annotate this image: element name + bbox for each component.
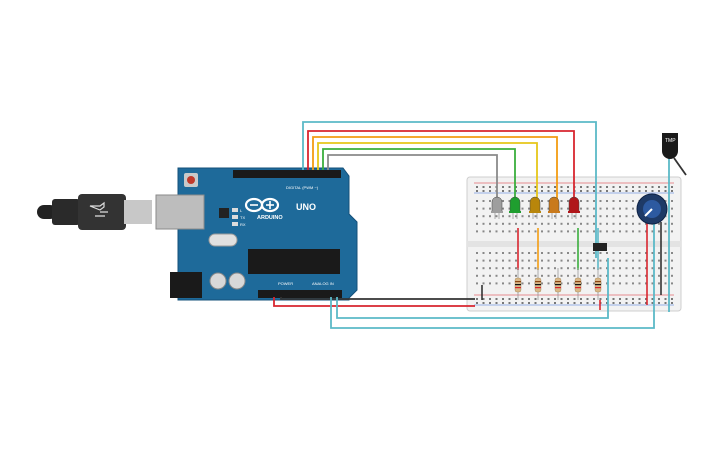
breadboard[interactable] <box>466 176 682 312</box>
signal-wires <box>302 121 597 258</box>
wire-red-led <box>307 130 575 205</box>
breadboard-holes <box>476 186 673 304</box>
digital-header <box>233 170 341 178</box>
digital-header-label: DIGITAL (PWM ~) <box>286 185 319 190</box>
arduino-logo-icon <box>244 197 280 213</box>
power-wires <box>273 155 687 329</box>
resistor-1[interactable] <box>514 268 522 300</box>
crystal <box>208 233 238 247</box>
usb-port <box>155 194 205 230</box>
status-leds: L TX RX <box>232 208 246 227</box>
wire-5v <box>273 297 475 307</box>
status-led-label: L <box>240 208 243 213</box>
wire-cyan-top <box>302 121 597 258</box>
temperature-sensor: TMP <box>662 133 678 159</box>
potentiometer[interactable] <box>636 193 668 225</box>
power-jack <box>170 272 202 298</box>
wire-yellow-led <box>317 142 538 205</box>
board-model: UNO <box>296 202 316 212</box>
wire-green-led <box>322 148 516 205</box>
wire-gnd <box>280 297 475 300</box>
resistor-2[interactable] <box>534 268 542 300</box>
led-2[interactable] <box>509 196 521 219</box>
status-led-l <box>232 208 238 212</box>
usb-cable <box>37 194 152 230</box>
analog-header-label: ANALOG IN <box>312 281 334 286</box>
wire-orange-led <box>312 136 558 205</box>
wire-sensor-gnd <box>673 157 687 176</box>
power-analog-header <box>258 290 342 298</box>
status-led-label: TX <box>240 215 245 220</box>
resistor-group <box>514 268 602 300</box>
status-led-rx <box>232 222 238 226</box>
atmega-chip <box>248 249 340 274</box>
led-group <box>491 196 580 219</box>
arduino-uno-board[interactable]: ARDUINO UNO DIGITAL (PWM ~) POWER ANALOG… <box>155 167 358 301</box>
breadboard-jumpers <box>481 222 662 310</box>
led-5[interactable] <box>568 196 580 219</box>
sensor-label: TMP <box>665 138 676 144</box>
resistor-4[interactable] <box>574 268 582 300</box>
led-1[interactable] <box>491 196 503 219</box>
resistor-5[interactable] <box>594 268 602 300</box>
status-led-tx <box>232 215 238 219</box>
wire-gray-led <box>327 154 498 205</box>
power-header-label: POWER <box>278 281 293 286</box>
led-3[interactable] <box>529 196 541 219</box>
slide-switch[interactable] <box>593 243 607 251</box>
status-led-label: RX <box>240 222 246 227</box>
resistor-3[interactable] <box>554 268 562 300</box>
led-4[interactable] <box>548 196 560 219</box>
capacitor-2 <box>228 272 246 290</box>
capacitor-1 <box>209 272 227 290</box>
arduino-logo-text: ARDUINO <box>257 215 283 221</box>
wire-a1 <box>336 258 609 319</box>
usb-chip <box>219 208 229 218</box>
wire-a0-pot <box>330 220 655 329</box>
usb-icon <box>89 201 108 217</box>
pot-knob-indicator <box>644 208 653 217</box>
